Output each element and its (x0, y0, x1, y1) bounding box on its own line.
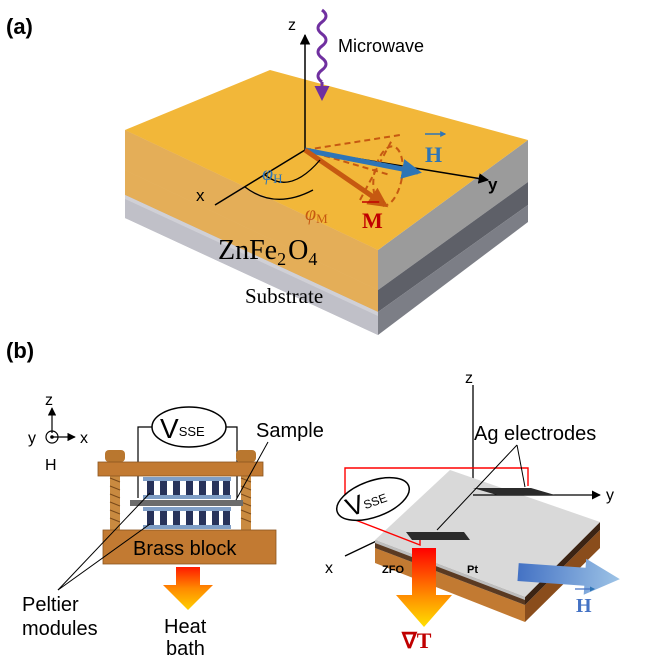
vsse-right-wire (344, 467, 529, 547)
microwave-wave (316, 8, 328, 84)
heat-label-2: bath (166, 638, 205, 659)
ag-electrodes-label: Ag electrodes (474, 423, 596, 445)
microwave-label: Microwave (338, 36, 424, 56)
coord-y-dot (50, 435, 54, 439)
vsse-left-label: VSSE (160, 413, 205, 444)
peltier-label-1: Peltier (22, 594, 79, 616)
phi-h-label: φH (262, 163, 282, 186)
axis-x (214, 149, 306, 206)
peltier-lower-top (143, 507, 231, 511)
coord-x-label: x (80, 430, 88, 447)
peltier-upper-top (143, 477, 231, 481)
zfo-label: ZFO (382, 564, 404, 576)
substrate-side-face (378, 205, 528, 335)
film-side-face (378, 140, 528, 290)
brass-block (102, 529, 277, 565)
interface-line (125, 195, 378, 316)
coord-y-label: y (28, 430, 36, 447)
grad-t-arrow (396, 548, 452, 627)
heat-label-1: Heat (164, 616, 207, 638)
peltier-leader-1 (57, 492, 151, 591)
screw-shaft-left (110, 462, 120, 532)
panel-b: (b) z y x H VSSE (6, 338, 620, 659)
coord-h-label: H (45, 457, 57, 474)
phi-h-arc (244, 186, 314, 200)
h-field-arrow-right (517, 558, 620, 595)
h-vector-label: H (425, 142, 442, 167)
ag-electrode-front (406, 532, 470, 540)
pt-side (525, 522, 600, 605)
right-axis-y-label: y (606, 487, 614, 504)
grad-t-label: ∇T (401, 628, 432, 653)
axis-z-label: z (288, 17, 296, 34)
phi-m-arc (264, 159, 321, 183)
right-axis-x-label: x (325, 560, 333, 577)
axis-y-label: y (488, 175, 498, 194)
screw-head-left (105, 450, 125, 462)
peltier-lower-bottom (143, 525, 231, 529)
m-vector-arrow (303, 147, 389, 208)
substrate-side-dark (378, 182, 528, 312)
substrate-front (125, 195, 378, 335)
screw-shaft-right (241, 462, 251, 532)
peltier-lower-legs (147, 511, 230, 525)
panel-b-label: (b) (6, 338, 34, 363)
peltier-upper-bottom (143, 495, 231, 499)
right-axis-z-label: z (465, 370, 473, 387)
top-brass-plate (97, 461, 264, 477)
right-setup: z x y VSSE Ag electrodes (325, 370, 620, 653)
peltier-label-2: modules (22, 618, 98, 640)
pt-label: Pt (467, 564, 478, 576)
h-right-label: H (576, 595, 592, 617)
brass-block-label: Brass block (133, 538, 237, 560)
left-setup: VSSE (22, 406, 324, 659)
coord-z-label: z (45, 392, 53, 409)
heat-arrow (163, 567, 213, 610)
film-label: ZnFe2O4 (218, 235, 317, 269)
panel-a-label: (a) (6, 14, 33, 39)
substrate-label: Substrate (245, 284, 323, 308)
m-vector-label: M (362, 208, 383, 233)
ag-leader-2 (436, 444, 518, 531)
panel-a: (a) z x y Microwave (6, 8, 528, 335)
peltier-upper-legs (147, 481, 230, 495)
film-top-face (125, 70, 528, 250)
coord-system-left: z y x H (28, 392, 88, 474)
sample-label: Sample (256, 420, 324, 442)
peltier-leader-2 (57, 523, 151, 591)
phi-m-label: φM (305, 203, 328, 226)
coord-y-circle (45, 430, 59, 444)
screw-head-right (236, 450, 256, 462)
sample-leader (235, 441, 269, 501)
ag-leader-1 (516, 444, 526, 488)
ag-electrode-back (473, 488, 555, 495)
sample-plate (130, 500, 243, 506)
vsse-right-meter (336, 476, 410, 522)
axis-x-label: x (196, 186, 205, 205)
film-front-block-lower (125, 170, 378, 312)
film-front-block (125, 130, 378, 290)
h-field-arrow (304, 147, 422, 179)
